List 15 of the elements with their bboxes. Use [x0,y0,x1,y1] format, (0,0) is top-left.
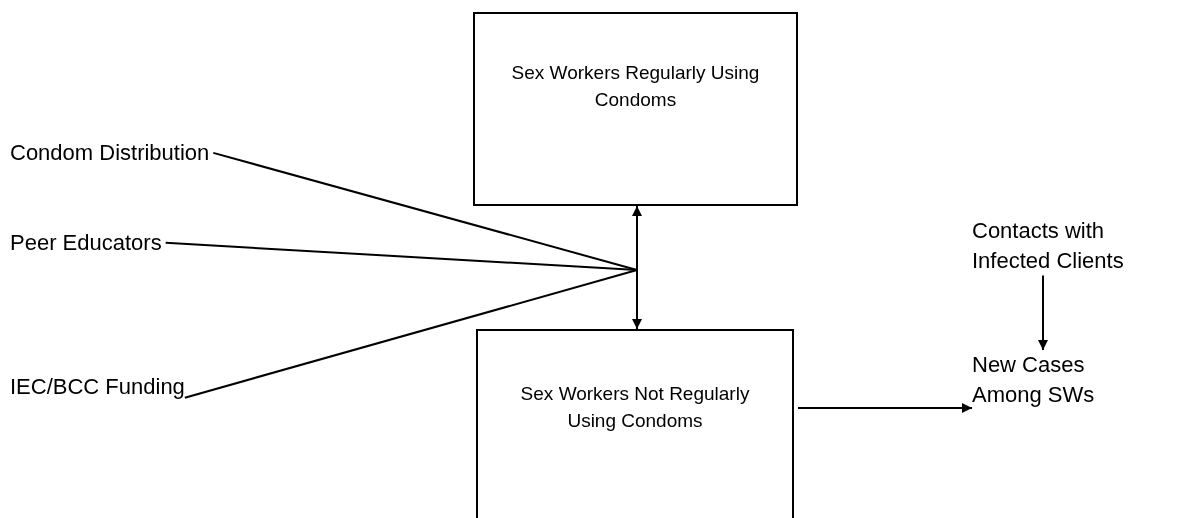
connector-line [183,269,638,399]
factor-label: Contacts with Infected Clients [972,216,1172,276]
arrow [632,205,642,330]
connector-line [164,241,638,271]
arrow [1038,274,1048,351]
arrow [797,403,973,413]
factor-label: New Cases Among SWs [972,350,1132,410]
factor-label: IEC/BCC Funding [10,372,185,402]
box-label: Sex Workers Not Regularly Using Condoms [519,382,751,433]
box-label: Sex Workers Regularly Using Condoms [510,61,761,112]
factor-label: Peer Educators [10,228,162,258]
stock-box [476,329,794,518]
stock-box [473,12,798,206]
connector-line [212,151,638,271]
factor-label: Condom Distribution [10,138,210,168]
